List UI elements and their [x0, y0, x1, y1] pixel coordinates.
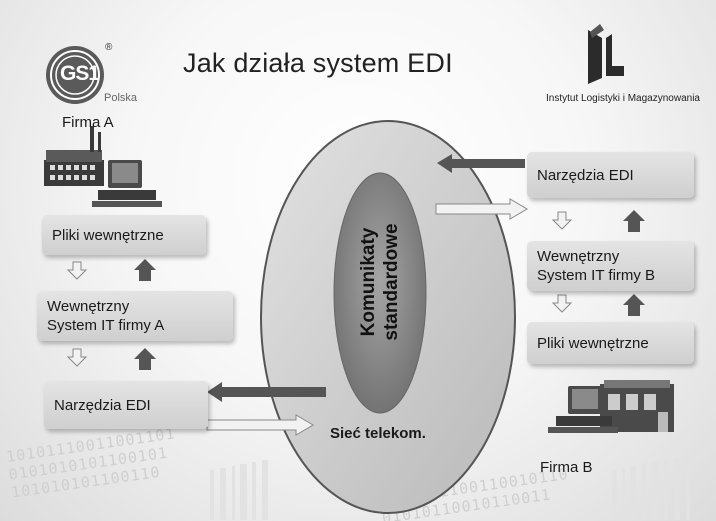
standard-messages-ellipse: [333, 172, 427, 414]
box-label: Wewnętrzny System IT firmy A: [47, 298, 165, 334]
store-icon: [600, 380, 674, 432]
gs1-logo-icon: [46, 46, 104, 104]
standard-messages-line1: Komunikaty: [358, 227, 379, 337]
page-title: Jak działa system EDI: [183, 48, 453, 78]
telecom-network-label: Sieć telekom.: [330, 425, 426, 442]
gs1-registered-mark: ®: [105, 42, 113, 53]
arrow-up-icon: [134, 259, 156, 281]
firm-a-internal-files-box: Pliki wewnętrzne: [42, 215, 206, 255]
arrow-down-icon: [551, 211, 573, 230]
arrow-down-icon: [551, 294, 573, 313]
barcode-decoration-right: [612, 456, 690, 520]
gs1-logo-text: GS1: [60, 62, 100, 86]
arrow-right-icon: [206, 414, 314, 436]
firm-a-edi-tools-box: Narzędzia EDI: [44, 381, 208, 429]
arrow-up-icon: [623, 294, 645, 316]
arrow-right-icon: [435, 198, 528, 220]
firm-b-label: Firma B: [540, 459, 593, 476]
arrow-up-icon: [134, 348, 156, 370]
firm-b-edi-tools-box: Narzędzia EDI: [527, 152, 694, 198]
box-label: Narzędzia EDI: [537, 166, 634, 184]
factory-icon: [44, 126, 104, 186]
standard-messages-label: Komunikaty standardowe: [348, 212, 412, 352]
firm-a-label: Firma A: [62, 114, 114, 131]
gs1-polska-label: Polska: [104, 92, 138, 104]
ilim-logo-icon: [588, 24, 624, 84]
firm-a-internal-system-box: Wewnętrzny System IT firmy A: [37, 291, 233, 341]
arrow-up-icon: [623, 210, 645, 232]
box-label: Pliki wewnętrzne: [537, 334, 649, 352]
arrow-left-icon: [437, 154, 525, 173]
arrow-down-icon: [66, 261, 88, 280]
computer-icon: [92, 160, 162, 207]
box-label: Narzędzia EDI: [54, 396, 151, 414]
firm-b-internal-files-box: Pliki wewnętrzne: [527, 322, 694, 364]
gs1-mark: GS1: [60, 62, 100, 85]
computer-icon-b: [548, 386, 618, 433]
arrow-down-icon: [66, 348, 88, 367]
standard-messages-line2: standardowe: [381, 223, 402, 341]
box-label: Pliki wewnętrzne: [52, 226, 164, 244]
box-label: Wewnętrzny System IT firmy B: [537, 248, 656, 284]
firm-b-internal-system-box: Wewnętrzny System IT firmy B: [527, 241, 694, 291]
barcode-decoration-left: [210, 460, 268, 520]
arrow-left-icon: [207, 382, 326, 402]
ilim-name: Instytut Logistyki i Magazynowania: [546, 93, 700, 104]
